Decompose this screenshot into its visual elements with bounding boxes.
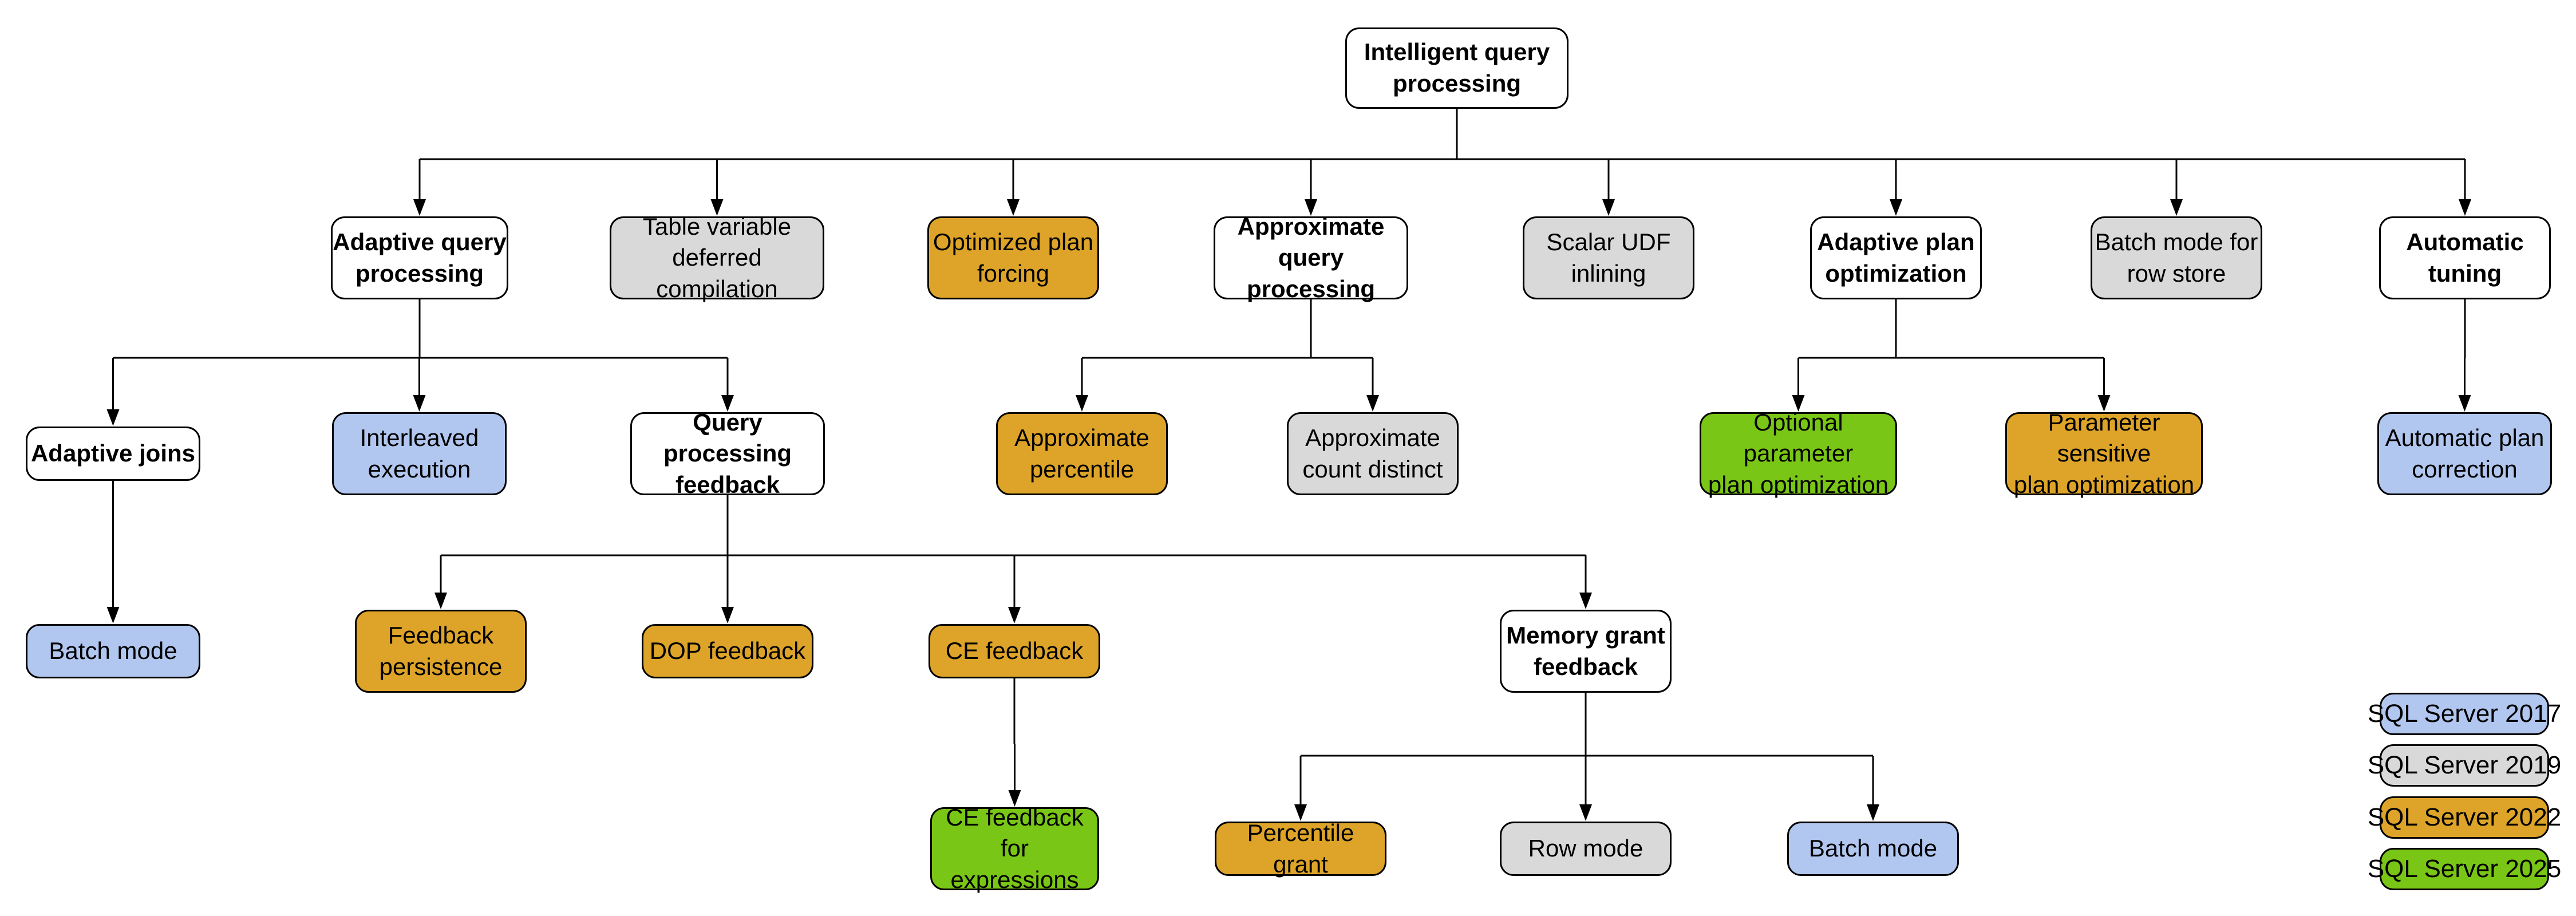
node-feedback-persistence: Feedback persistence [355, 610, 527, 693]
node-batch-mode-for-row-store: Batch mode for row store [2091, 216, 2262, 299]
node-batch-mode-memory-grant: Batch mode [1787, 822, 1959, 876]
arrowhead-icon [2459, 199, 2471, 216]
node-query-processing-feedback: Query processing feedback [630, 409, 825, 498]
legend-item-sql-server-2019: SQL Server 2019 [2368, 744, 2561, 787]
arrowhead-icon [1294, 804, 1307, 821]
node-parameter-sensitive-plan-optimization: Parameter sensitive plan optimization [2005, 409, 2203, 498]
legend-item-sql-server-2017: SQL Server 2017 [2368, 693, 2561, 735]
node-approximate-percentile: Approximate percentile [996, 412, 1168, 495]
arrowhead-icon [413, 199, 426, 216]
arrowhead-icon [1008, 790, 1021, 807]
node-adaptive-joins: Adaptive joins [26, 427, 200, 481]
node-automatic-tuning: Automatic tuning [2379, 216, 2551, 299]
node-interleaved-execution: Interleaved execution [332, 412, 507, 495]
node-intelligent-query-processing: Intelligent query processing [1345, 27, 1568, 109]
arrowhead-icon [106, 409, 120, 426]
node-adaptive-plan-optimization: Adaptive plan optimization [1810, 216, 1982, 299]
arrowhead-icon [1602, 199, 1615, 216]
arrowhead-icon [2458, 395, 2471, 412]
node-table-variable-deferred-compilation: Table variable deferred compilation [610, 213, 824, 302]
node-percentile-grant: Percentile grant [1215, 819, 1386, 878]
arrowhead-icon [1076, 395, 1088, 412]
arrowhead-icon [721, 395, 734, 412]
node-row-mode: Row mode [1500, 822, 1672, 876]
node-ce-feedback: CE feedback [929, 624, 1100, 678]
node-optional-parameter-plan-optimization: Optional parameter plan optimization [1700, 409, 1897, 498]
node-optimized-plan-forcing: Optimized plan forcing [927, 216, 1099, 299]
node-memory-grant-feedback: Memory grant feedback [1500, 610, 1672, 693]
arrowhead-icon [1867, 804, 1879, 821]
arrowhead-icon [413, 395, 426, 412]
arrowhead-icon [1579, 804, 1592, 821]
arrowhead-icon [1007, 199, 1020, 216]
node-scalar-udf-inlining: Scalar UDF inlining [1523, 216, 1694, 299]
arrowhead-icon [721, 607, 734, 623]
arrowhead-icon [1008, 607, 1021, 623]
arrowhead-icon [2170, 199, 2183, 216]
arrowhead-icon [1579, 593, 1592, 609]
arrowhead-icon [1366, 395, 1379, 412]
arrowhead-icon [106, 607, 120, 623]
node-approximate-count-distinct: Approximate count distinct [1287, 412, 1459, 495]
node-ce-feedback-for-expressions: CE feedback for expressions [930, 804, 1099, 893]
arrowhead-icon [434, 593, 447, 609]
legend-item-sql-server-2025: SQL Server 2025 [2368, 848, 2561, 890]
arrowhead-icon [1890, 199, 1902, 216]
node-automatic-plan-correction: Automatic plan correction [2377, 412, 2552, 495]
node-batch-mode-adaptive-joins: Batch mode [26, 624, 200, 678]
arrowhead-icon [1305, 199, 1317, 216]
arrowhead-icon [1792, 395, 1805, 412]
arrowhead-icon [710, 199, 724, 216]
node-dop-feedback: DOP feedback [642, 624, 813, 678]
node-adaptive-query-processing: Adaptive query processing [331, 216, 508, 299]
node-approximate-query-processing: Approximate query processing [1214, 213, 1408, 302]
arrowhead-icon [2097, 395, 2111, 412]
legend-item-sql-server-2022: SQL Server 2022 [2368, 796, 2561, 839]
